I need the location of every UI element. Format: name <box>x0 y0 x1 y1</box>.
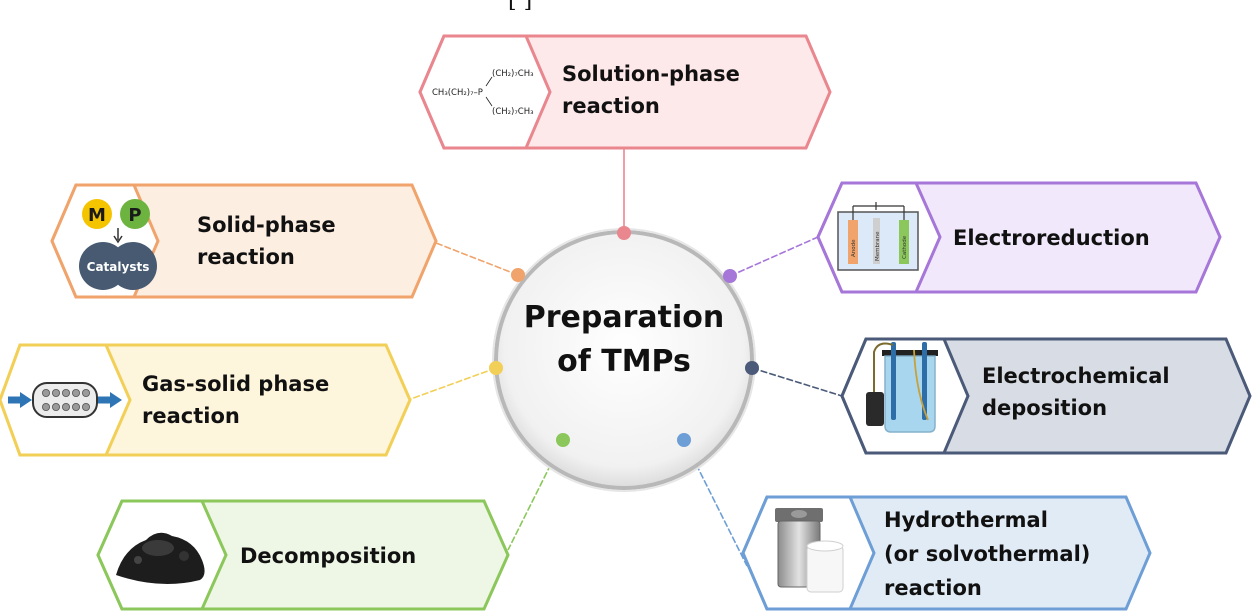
dot-electrochemical <box>745 361 759 375</box>
phosphine-formula-icon: (CH₂)₇CH₃ CH₃(CH₂)₇–P (CH₂)₇CH₃ <box>432 69 534 117</box>
hydrothermal-label: Hydrothermal (or solvothermal) reaction <box>884 503 1090 605</box>
cell-anode-label: Anode <box>851 239 857 257</box>
formula-left: CH₃(CH₂)₇–P <box>432 88 483 98</box>
dot-solid <box>511 268 525 282</box>
electrochemical-line1: Electrochemical <box>982 364 1170 388</box>
icon-m-label: M <box>88 205 106 226</box>
connector-gas-solid <box>407 367 497 401</box>
icon-p-label: P <box>128 205 141 226</box>
reference-mark: [ ] <box>508 0 533 13</box>
autoclave-icon <box>775 508 844 593</box>
solid-phase-icon: M P Catalysts <box>79 199 157 290</box>
dot-solution <box>617 226 631 240</box>
solid-phase-line1: Solid-phase <box>197 213 336 237</box>
solution-phase-box <box>418 34 832 150</box>
electroreduction-label: Electroreduction <box>953 222 1150 254</box>
formula-top: (CH₂)₇CH₃ <box>492 69 534 79</box>
connector-electroreduction <box>729 236 819 277</box>
beaker-icon <box>866 342 938 433</box>
powder-pile-icon <box>116 532 205 584</box>
solution-phase-label: Solution-phase reaction <box>562 58 740 122</box>
solution-phase-line2: reaction <box>562 94 660 118</box>
formula-bottom: (CH₂)₇CH₃ <box>492 107 534 117</box>
dot-decomposition <box>556 433 570 447</box>
gas-solid-tube-icon <box>8 382 122 418</box>
connection-dots <box>489 226 759 447</box>
center-title-line1: Preparation <box>523 300 725 335</box>
gas-solid-label: Gas-solid phase reaction <box>142 368 329 432</box>
solution-phase-line1: Solution-phase <box>562 62 740 86</box>
center-title-line2: of TMPs <box>557 344 691 379</box>
electrolysis-cell-icon: Anode Membrane Cathode <box>837 202 919 271</box>
solid-phase-line2: reaction <box>197 245 295 269</box>
connector-electrochemical <box>751 367 843 397</box>
dot-electroreduction <box>723 269 737 283</box>
gas-solid-line1: Gas-solid phase <box>142 372 330 396</box>
electrochemical-line2: deposition <box>982 396 1108 420</box>
center-title: Preparation of TMPs <box>489 296 759 384</box>
solid-phase-label: Solid-phase reaction <box>197 209 336 273</box>
cell-membrane-label: Membrane <box>875 231 881 261</box>
decomposition-label: Decomposition <box>240 540 416 572</box>
decomposition-line1: Decomposition <box>240 544 417 568</box>
dot-gas-solid <box>489 361 503 375</box>
hydrothermal-line3: reaction <box>884 576 982 600</box>
electrochemical-label: Electrochemical deposition <box>982 360 1170 424</box>
electroreduction-line1: Electroreduction <box>953 226 1150 250</box>
gas-solid-line2: reaction <box>142 404 240 428</box>
hydrothermal-line2: (or solvothermal) <box>884 542 1091 566</box>
dot-hydrothermal <box>677 433 691 447</box>
icon-catalysts-label: Catalysts <box>87 260 150 274</box>
hydrothermal-line1: Hydrothermal <box>884 508 1048 532</box>
cell-cathode-label: Cathode <box>902 235 908 259</box>
